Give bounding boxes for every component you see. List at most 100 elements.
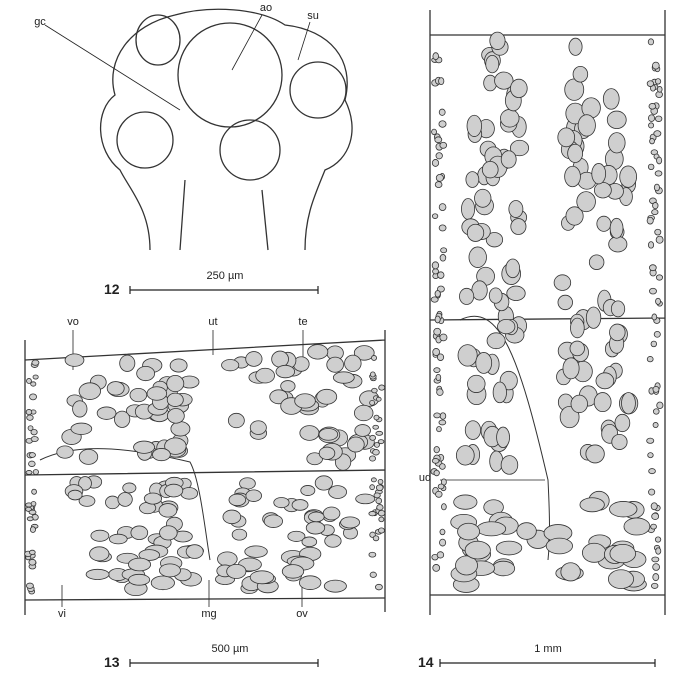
testis — [308, 511, 325, 523]
testis — [133, 440, 155, 454]
vitelline-follicle — [649, 138, 655, 145]
vitelline-follicle — [369, 400, 375, 406]
testis — [570, 394, 588, 414]
vitelline-follicle — [30, 381, 37, 387]
testis — [475, 352, 493, 374]
testis — [170, 421, 191, 437]
vitelline-follicle — [431, 458, 440, 464]
testis — [108, 533, 128, 545]
vitelline-follicle — [30, 501, 37, 507]
testis — [146, 386, 168, 401]
vitelline-follicle — [646, 437, 655, 444]
label-vo: vo — [67, 316, 79, 328]
vitelline-follicle — [648, 488, 656, 496]
vitelline-follicle — [439, 141, 448, 149]
testis — [608, 132, 626, 154]
testis — [619, 165, 637, 188]
testis — [130, 525, 149, 541]
ovary-lobe — [185, 544, 204, 559]
testis — [347, 436, 365, 453]
testis — [467, 374, 486, 393]
ovary-lobe — [516, 522, 537, 540]
ovary-lobe — [298, 575, 322, 590]
vitelline-follicle — [652, 422, 659, 428]
testis — [353, 345, 375, 361]
vitelline-follicle — [435, 373, 442, 382]
vitelline-follicle — [29, 526, 36, 533]
testis — [78, 382, 101, 400]
testis — [585, 444, 605, 464]
vitelline-follicle — [377, 509, 386, 517]
vitelline-follicle — [431, 159, 440, 167]
vitelline-follicle — [30, 436, 39, 442]
testis — [621, 392, 636, 415]
vitelline-follicle — [375, 583, 383, 591]
testis — [610, 300, 626, 318]
vitelline-follicle — [436, 551, 445, 559]
testis — [114, 410, 131, 428]
ovary-lobe — [249, 570, 275, 585]
scale-label-12: 250 µm — [206, 270, 244, 282]
vitelline-follicle — [646, 356, 654, 363]
testis — [300, 485, 316, 496]
testis — [510, 78, 528, 99]
testis — [129, 387, 148, 403]
testis — [167, 408, 185, 424]
label-ud: ud — [418, 472, 432, 484]
testis — [609, 217, 624, 239]
testis — [354, 424, 371, 437]
vitelline-follicle — [655, 235, 664, 244]
vitelline-follicle — [438, 77, 445, 85]
vitelline-follicle — [647, 163, 655, 171]
vitelline-follicle — [375, 484, 384, 492]
vitelline-follicle — [436, 353, 445, 361]
scale-bar-14 — [439, 659, 656, 667]
testis — [567, 143, 584, 163]
ovary-lobe — [476, 521, 507, 537]
vitelline-follicle — [435, 173, 444, 182]
testis — [565, 206, 584, 226]
testis — [466, 223, 485, 242]
testis — [568, 37, 583, 56]
testis — [340, 516, 361, 529]
vitelline-follicle — [433, 412, 441, 419]
vitelline-follicle — [430, 296, 439, 303]
figure-12-scolex — [99, 8, 353, 251]
vitelline-follicle — [648, 122, 655, 129]
vitelline-follicle — [26, 582, 34, 589]
testis — [316, 388, 338, 405]
testis — [72, 400, 88, 418]
ovary-lobe — [85, 568, 110, 580]
testis — [318, 446, 336, 460]
vitelline-follicle — [439, 333, 448, 342]
vitelline-follicle — [28, 509, 37, 515]
testis — [67, 489, 83, 501]
testis — [608, 236, 628, 253]
testis — [158, 503, 178, 518]
vitelline-follicle — [436, 426, 442, 433]
testis — [180, 487, 199, 500]
testis — [488, 287, 503, 304]
vitelline-follicle — [375, 396, 382, 402]
testis — [606, 110, 627, 130]
vitelline-follicle — [650, 582, 659, 589]
testis — [271, 350, 289, 368]
vitelline-follicle — [26, 378, 32, 384]
vitelline-follicle — [655, 78, 662, 85]
vitelline-follicle — [651, 313, 658, 321]
vitelline-follicle — [375, 497, 383, 505]
testis — [255, 367, 275, 384]
vitelline-follicle — [371, 387, 378, 394]
sucker — [289, 61, 347, 119]
testis — [294, 393, 316, 409]
vitelline-follicle — [369, 434, 377, 441]
testis — [239, 477, 256, 490]
label-te: te — [298, 316, 308, 328]
vitelline-follicle — [650, 523, 657, 530]
vitelline-follicle — [439, 528, 446, 536]
vitelline-follicle — [648, 114, 656, 122]
testis — [585, 306, 602, 329]
testis — [164, 437, 187, 455]
testis — [457, 344, 478, 367]
